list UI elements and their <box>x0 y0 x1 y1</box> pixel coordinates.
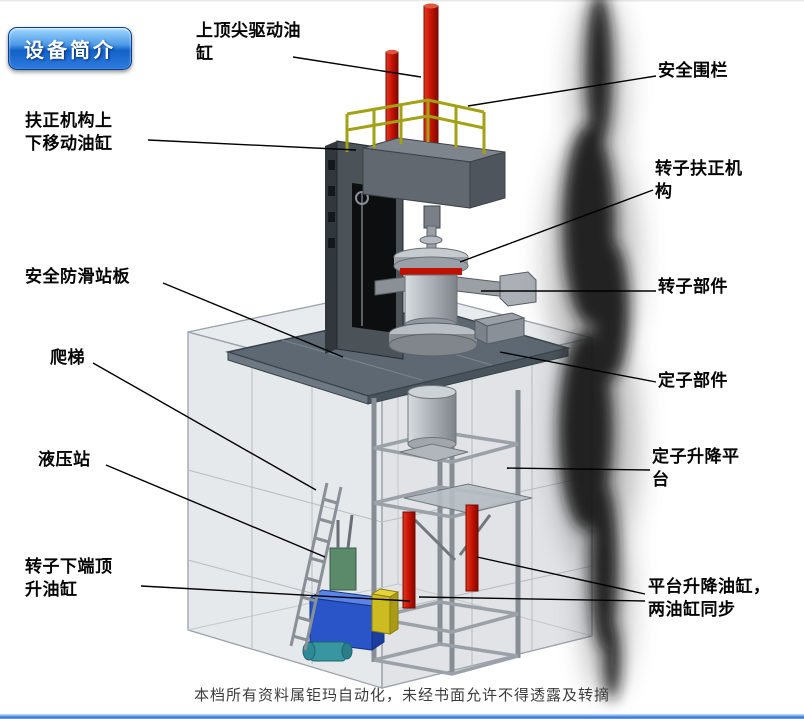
label-rotor-centering: 转子扶正机 构 <box>655 159 743 201</box>
safety-railing-bars <box>345 98 486 154</box>
leader-platform-lift-1 <box>476 556 646 595</box>
watermark-text: 本档所有资料属钜玛自动化，未经书面允许不得透露及转摘 <box>193 687 610 704</box>
label-top-drive-cylinder: 上顶尖驱动油 缸 <box>196 21 301 63</box>
ladder-structure <box>289 482 343 651</box>
leader-stator-lift-platform <box>506 467 651 471</box>
title-badge: 设备简介 <box>8 27 132 70</box>
leader-platform-lift-2 <box>418 596 646 602</box>
top-divider <box>0 0 804 2</box>
leader-centering-move-cylinder <box>147 139 357 151</box>
leader-rotor-centering-mechanism <box>459 189 654 263</box>
bottom-accent-bar <box>0 714 804 719</box>
stator-cylinder <box>399 385 469 462</box>
label-rotor-part: 转子部件 <box>658 277 728 296</box>
leader-safety-fence <box>467 75 657 107</box>
label-rotor-jack-cylinder: 转子下端顶 升油缸 <box>25 557 113 599</box>
label-stator-part: 定子部件 <box>658 371 728 390</box>
leader-top-drive-cylinder <box>292 56 422 78</box>
label-safety-fence: 安全围栏 <box>658 61 728 80</box>
label-antislip-board: 安全防滑站板 <box>25 267 130 286</box>
leader-hydraulic-station <box>105 464 326 558</box>
leader-antislip-board <box>162 282 344 358</box>
label-platform-lift-cylinders: 平台升降油缸， 两油缸同步 <box>648 577 771 619</box>
top-drive-cylinder-rods <box>385 3 439 147</box>
hydraulic-station-unit <box>302 514 400 662</box>
platform-guide-rail <box>473 312 526 345</box>
label-stator-lift-platform: 定子升降平 台 <box>652 447 740 489</box>
label-ladder: 爬梯 <box>50 348 85 367</box>
label-centering-move-cylinder: 扶正机构上 下移动油缸 <box>25 111 113 153</box>
leader-lines <box>92 56 657 602</box>
platform-lift-cylinders <box>402 504 479 609</box>
label-hydraulic-station: 液压站 <box>38 450 91 469</box>
press-head <box>362 137 506 229</box>
leader-ladder <box>92 362 317 491</box>
leader-stator-part <box>499 351 657 383</box>
leader-rotor-jack-cylinder <box>140 585 411 602</box>
rotor-assembly <box>374 225 537 357</box>
